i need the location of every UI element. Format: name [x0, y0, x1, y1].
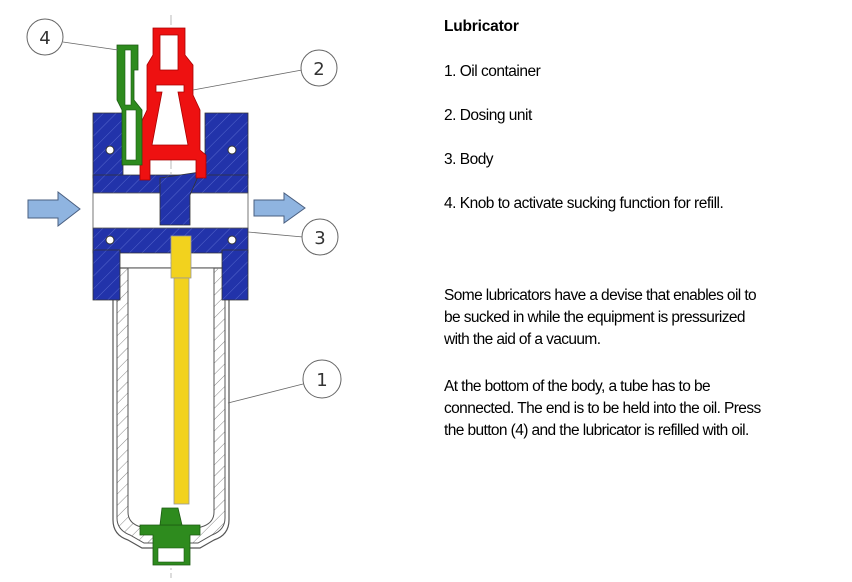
body — [92, 112, 249, 301]
paragraph-line: At the bottom of the body, a tube has to… — [444, 378, 711, 395]
paragraph-line: with the aid of a vacuum. — [444, 331, 601, 348]
paragraph-refill-procedure: At the bottom of the body, a tube has to… — [444, 376, 844, 442]
paragraph-vacuum-refill: Some lubricators have a devise that enab… — [444, 285, 844, 351]
inlet-flow-arrow — [27, 190, 81, 228]
svg-text:3: 3 — [314, 228, 325, 249]
riser-tube — [170, 235, 192, 505]
paragraph-line: the button (4) and the lubricator is ref… — [444, 422, 749, 439]
callout-4: 4 — [26, 18, 119, 56]
lubricator-cross-section-diagram: 4 2 3 1 — [26, 15, 342, 578]
paragraph-line: Some lubricators have a devise that enab… — [444, 287, 757, 304]
dosing-unit — [139, 27, 207, 181]
legend-item-oil-container: 1. Oil container — [444, 63, 541, 80]
svg-text:4: 4 — [39, 28, 50, 49]
legend-item-body: 3. Body — [444, 151, 494, 168]
bottom-plug — [139, 507, 201, 566]
legend-item-dosing-unit: 2. Dosing unit — [444, 107, 532, 124]
paragraph-line: connected. The end is to be held into th… — [444, 400, 761, 417]
callout-2: 2 — [192, 49, 338, 91]
svg-text:2: 2 — [313, 59, 324, 80]
paragraph-line: be sucked in while the equipment is pres… — [444, 309, 746, 326]
callout-3: 3 — [247, 218, 339, 256]
refill-knob — [116, 44, 143, 166]
svg-text:1: 1 — [316, 370, 327, 391]
oil-container — [112, 267, 230, 549]
legend-item-refill-knob: 4. Knob to activate sucking function for… — [444, 195, 724, 212]
callout-1: 1 — [227, 359, 342, 404]
page-title: Lubricator — [444, 18, 519, 35]
outlet-flow-arrow — [253, 192, 306, 224]
